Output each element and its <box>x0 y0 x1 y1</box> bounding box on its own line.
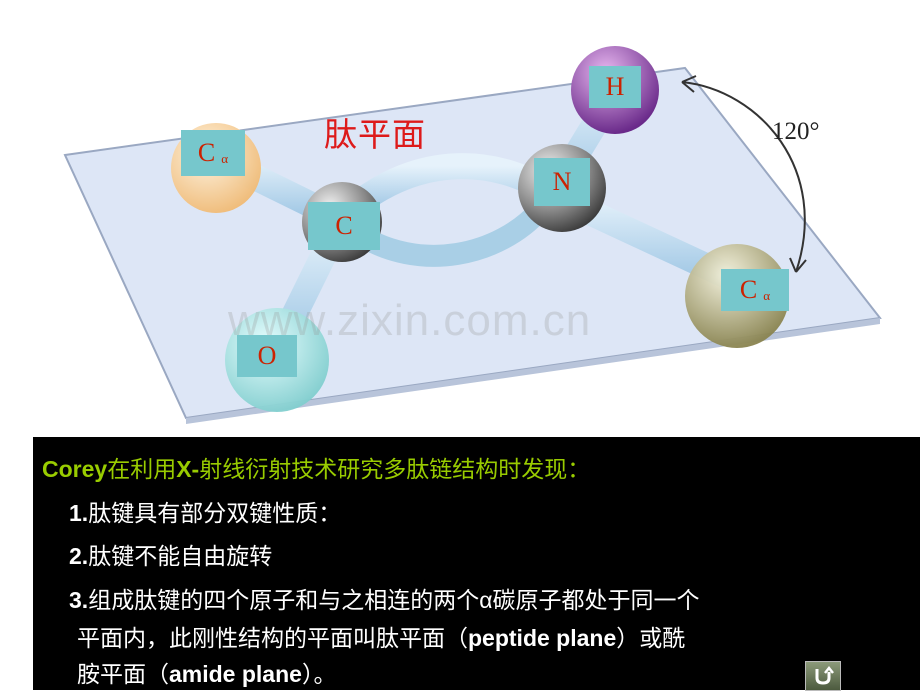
label-subscript: α <box>763 288 771 303</box>
angle-arc-arrow <box>681 81 806 273</box>
diagram-drawing <box>63 46 882 424</box>
label-c: C <box>308 202 380 250</box>
point-3: 3.组成肽键的四个原子和与之相连的两个α碳原子都处于同一个 <box>69 581 699 615</box>
intro-part2: 射线衍射技术研究多肽链结构时发现： <box>199 456 591 482</box>
term-amide-plane: amide plane <box>169 661 302 687</box>
label-subscript: α <box>221 151 229 166</box>
label-symbol: O <box>257 341 277 370</box>
point-number: 3. <box>69 587 89 613</box>
point-text: 胺平面（ <box>77 661 169 687</box>
label-n: N <box>534 158 590 206</box>
point-text: ）。 <box>301 661 337 687</box>
point-number: 1. <box>69 500 89 526</box>
point-text: 组成肽键的四个原子和与之相连的两个α碳原子都处于同一个 <box>88 587 700 613</box>
label-symbol: C <box>739 275 758 304</box>
label-symbol: N <box>552 167 572 196</box>
point-2: 2.肽键不能自由旋转 <box>69 537 272 571</box>
label-h: H <box>589 66 641 108</box>
point-text: 肽键具有部分双键性质： <box>88 500 342 526</box>
explanation-box: Corey在利用X-射线衍射技术研究多肽链结构时发现： 1.肽键具有部分双键性质… <box>33 437 920 691</box>
return-arrow-icon <box>815 666 834 685</box>
back-button[interactable] <box>805 661 841 691</box>
point-3-line-3: 胺平面（amide plane）。 <box>77 655 336 689</box>
point-text: 平面内，此刚性结构的平面叫肽平面（ <box>77 625 468 651</box>
label-symbol: H <box>605 72 625 101</box>
point-3-line-2: 平面内，此刚性结构的平面叫肽平面（peptide plane）或酰 <box>77 619 685 653</box>
point-1: 1.肽键具有部分双键性质： <box>69 494 341 528</box>
label-symbol: C <box>335 211 353 240</box>
point-text: ）或酰 <box>616 625 686 651</box>
label-symbol: C <box>197 138 216 167</box>
point-text: 肽键不能自由旋转 <box>88 543 273 569</box>
term-peptide-plane: peptide plane <box>468 625 617 651</box>
point-number: 2. <box>69 543 89 569</box>
label-o: O <box>237 335 297 377</box>
intro-xray: X- <box>176 456 200 482</box>
intro-name: Corey <box>42 456 108 482</box>
intro-line: Corey在利用X-射线衍射技术研究多肽链结构时发现： <box>42 450 590 484</box>
intro-part1: 在利用 <box>107 456 177 482</box>
angle-label: 120° <box>772 118 820 145</box>
plane-title: 肽平面 <box>324 115 426 154</box>
